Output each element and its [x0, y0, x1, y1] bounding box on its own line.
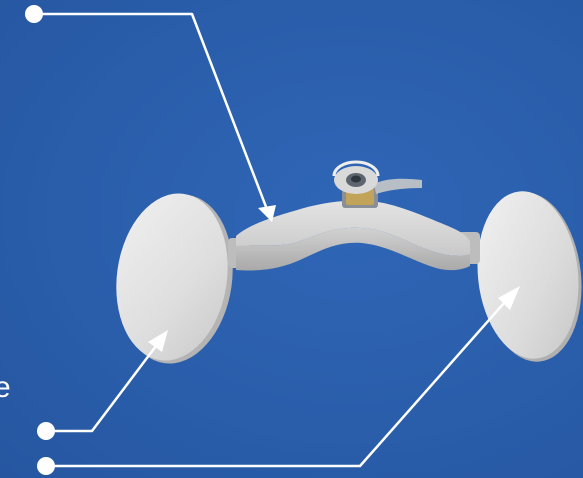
callout-dot-arch [25, 5, 43, 23]
left-disc [116, 193, 233, 364]
callout-dots [25, 5, 55, 475]
edge-text-fragment: e [0, 371, 11, 404]
arrowhead-left-disc [148, 330, 168, 352]
arrowhead-right-disc [498, 286, 520, 310]
arch-body [228, 200, 480, 271]
callout-lines [34, 12, 513, 468]
arrowhead-arch [258, 205, 276, 222]
callout-right-line [46, 293, 513, 468]
callout-arch-line [34, 12, 270, 213]
callout-arrowheads [148, 205, 520, 352]
callout-dot-left-disc [37, 422, 55, 440]
callout-dot-right-disc [37, 457, 55, 475]
callout-left-line [46, 337, 163, 433]
right-disc [477, 191, 582, 362]
valve-connector [332, 160, 422, 208]
